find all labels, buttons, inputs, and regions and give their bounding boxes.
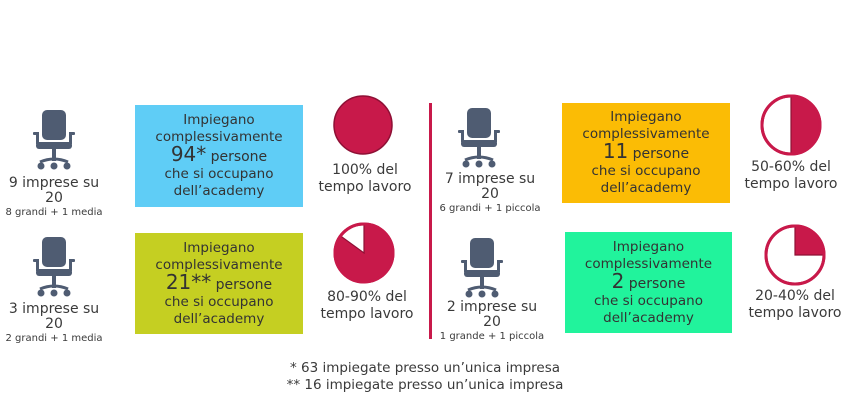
time-share-pie	[333, 95, 393, 155]
companies-total: 20	[45, 190, 63, 206]
time-share-label: 20-40% del tempo lavoro	[740, 288, 850, 322]
time-share-label: 80-90% del tempo lavoro	[312, 289, 422, 323]
office-chair-icon	[30, 237, 78, 299]
persons-label: persone	[632, 146, 690, 162]
persons-label: persone	[215, 276, 273, 293]
box-line-2: complessivamente	[582, 126, 710, 142]
time-share-pie	[333, 222, 395, 284]
box-line-1: Impiegano	[183, 239, 255, 256]
office-chair-icon	[455, 108, 503, 170]
companies-total: 20	[481, 186, 499, 202]
companies-breakdown: 6 grandi + 1 piccola	[439, 203, 541, 214]
divider	[429, 103, 432, 339]
time-share-line-1: 100% del	[332, 162, 398, 178]
companies-label: 9 imprese su	[8, 175, 100, 191]
companies-count: 7 imprese su 20 6 grandi + 1 piccola	[420, 172, 560, 215]
companies-total: 20	[45, 316, 63, 332]
footnote-2: ** 16 impiegate presso un’unica impresa	[286, 377, 564, 393]
box-line-1: Impiegano	[183, 112, 255, 128]
companies-total: 20	[483, 314, 501, 330]
employee-number: 21**	[165, 269, 212, 294]
office-chair-icon	[30, 110, 78, 172]
time-share-label: 100% del tempo lavoro	[310, 162, 420, 196]
box-line-4: che si occupano	[594, 292, 703, 309]
companies-count: 3 imprese su 20 2 grandi + 1 media	[0, 302, 124, 345]
companies-breakdown: 8 grandi + 1 media	[5, 207, 103, 218]
companies-count: 2 imprese su 20 1 grande + 1 piccola	[422, 300, 562, 343]
pie-slice	[790, 95, 821, 155]
time-share-line-1: 50-60% del	[751, 159, 831, 175]
companies-count: 9 imprese su 20 8 grandi + 1 media	[0, 176, 124, 219]
employees-box: Impiegano complessivamente 11 persone ch…	[562, 103, 730, 203]
box-line-5: dell’academy	[173, 310, 265, 327]
time-share-line-2: tempo lavoro	[744, 176, 838, 192]
time-share-pie	[764, 224, 826, 286]
footnote-1: * 63 impiegate presso un’unica impresa	[289, 360, 561, 376]
box-line-4: che si occupano	[591, 163, 701, 179]
box-line-1: Impiegano	[610, 109, 682, 125]
pie-slice	[333, 95, 393, 155]
box-line-1: Impiegano	[612, 238, 685, 255]
companies-label: 3 imprese su	[8, 301, 100, 317]
box-line-2: complessivamente	[155, 129, 283, 145]
time-share-label: 50-60% del tempo lavoro	[736, 159, 846, 193]
time-share-line-1: 20-40% del	[755, 288, 835, 304]
time-share-pie	[760, 94, 822, 156]
office-chair-icon	[458, 238, 506, 300]
companies-breakdown: 2 grandi + 1 media	[5, 333, 103, 344]
box-line-2: complessivamente	[155, 256, 283, 273]
employee-number: 94*	[170, 142, 207, 166]
employees-box: Impiegano complessivamente 2 persone che…	[565, 232, 732, 333]
time-share-line-2: tempo lavoro	[318, 179, 412, 195]
box-line-2: complessivamente	[584, 255, 713, 272]
companies-label: 7 imprese su	[444, 171, 536, 187]
companies-breakdown: 1 grande + 1 piccola	[439, 331, 545, 342]
box-line-5: dell’academy	[603, 309, 694, 326]
employee-number: 11	[602, 139, 629, 163]
box-line-5: dell’academy	[173, 183, 265, 199]
companies-label: 2 imprese su	[446, 299, 538, 315]
persons-label: persone	[210, 149, 268, 165]
time-share-line-2: tempo lavoro	[320, 306, 414, 322]
employees-box: Impiegano complessivamente 21** persone …	[135, 233, 303, 334]
persons-label: persone	[628, 275, 686, 292]
box-line-4: che si occupano	[164, 166, 274, 182]
employee-number: 2	[611, 268, 625, 293]
time-share-line-2: tempo lavoro	[748, 305, 842, 321]
employees-box: Impiegano complessivamente 94* persone c…	[135, 105, 303, 207]
box-line-4: che si occupano	[164, 293, 274, 310]
time-share-line-1: 80-90% del	[327, 289, 407, 305]
box-line-5: dell’academy	[600, 180, 692, 196]
